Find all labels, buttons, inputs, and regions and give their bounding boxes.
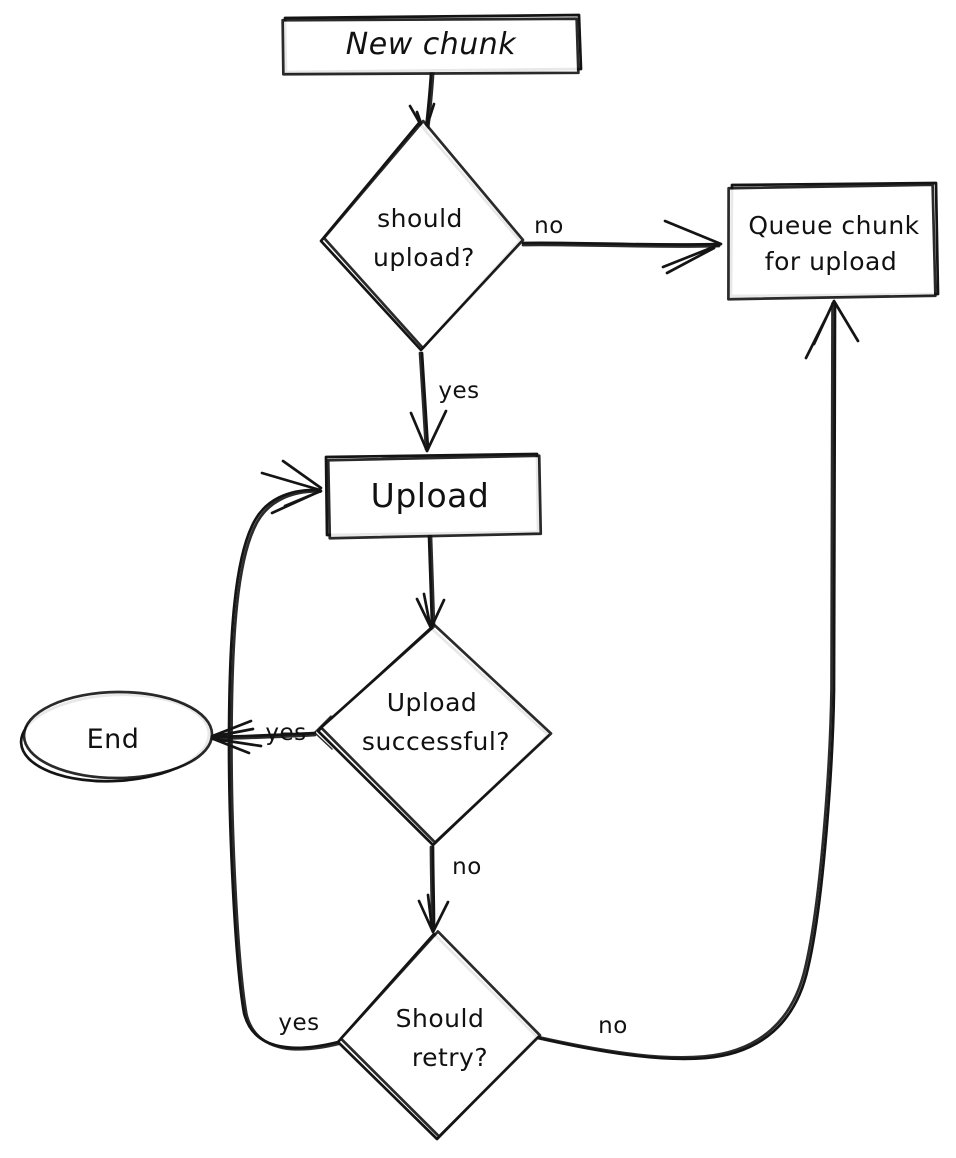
- sketch-overstroke: [534, 302, 834, 1059]
- edge-shouldupload-to-upload: yes: [409, 351, 479, 453]
- node-label: Upload: [371, 476, 490, 515]
- node-label-line1: Should: [396, 1004, 485, 1033]
- edge-line: [211, 731, 317, 739]
- edge-label-no: no: [534, 213, 564, 239]
- node-label: End: [87, 724, 140, 755]
- node-label: New chunk: [346, 27, 518, 62]
- edge-shouldupload-to-queue: no: [521, 213, 723, 275]
- sketch-overstroke: [338, 929, 543, 1139]
- node-label-line1: Queue chunk: [748, 211, 919, 240]
- node-label-line1: Upload: [387, 688, 478, 717]
- sketch-overstroke: [321, 118, 526, 351]
- edge-upload-to-uploadsuccessful: [415, 534, 446, 630]
- edge-shouldretry-to-upload: yes: [227, 459, 342, 1051]
- edge-line: [427, 534, 434, 627]
- node-label-line2: upload?: [373, 243, 475, 272]
- edge-label-no: no: [598, 1013, 628, 1039]
- node-should-upload: should upload?: [319, 118, 526, 352]
- arrowhead-right-icon: [661, 219, 723, 275]
- edge-shouldretry-to-queue: no: [534, 299, 860, 1061]
- edge-line: [536, 303, 837, 1061]
- node-label-line2: successful?: [362, 727, 510, 756]
- edge-line: [521, 241, 721, 246]
- arrowhead-right-icon: [260, 459, 323, 515]
- node-new-chunk: New chunk: [281, 13, 583, 78]
- edge-line: [420, 351, 430, 451]
- node-label-line2: for upload: [765, 247, 897, 276]
- sketch-overstroke: [230, 490, 342, 1051]
- edge-label-yes: yes: [278, 1010, 319, 1036]
- node-upload: Upload: [324, 452, 543, 540]
- edge-line: [431, 845, 436, 931]
- node-should-retry: Should retry?: [336, 929, 543, 1141]
- edge-uploadsuccessful-to-shouldretry: no: [417, 845, 482, 934]
- edge-label-yes: yes: [265, 720, 306, 746]
- node-upload-successful: Upload successful?: [316, 623, 554, 847]
- node-queue-chunk: Queue chunk for upload: [726, 181, 940, 301]
- edge-label-yes: yes: [438, 378, 479, 404]
- node-label-line2: retry?: [412, 1043, 488, 1072]
- edge-label-no: no: [452, 854, 482, 880]
- arrowhead-down-icon: [417, 893, 450, 934]
- arrowhead-down-icon: [415, 592, 446, 630]
- sketch-overstroke: [726, 183, 937, 301]
- arrowhead-up-icon: [804, 299, 860, 360]
- arrowhead-down-icon: [409, 409, 448, 453]
- node-label-line1: should: [377, 204, 463, 233]
- node-end: End: [18, 681, 218, 789]
- edge-line: [227, 488, 340, 1050]
